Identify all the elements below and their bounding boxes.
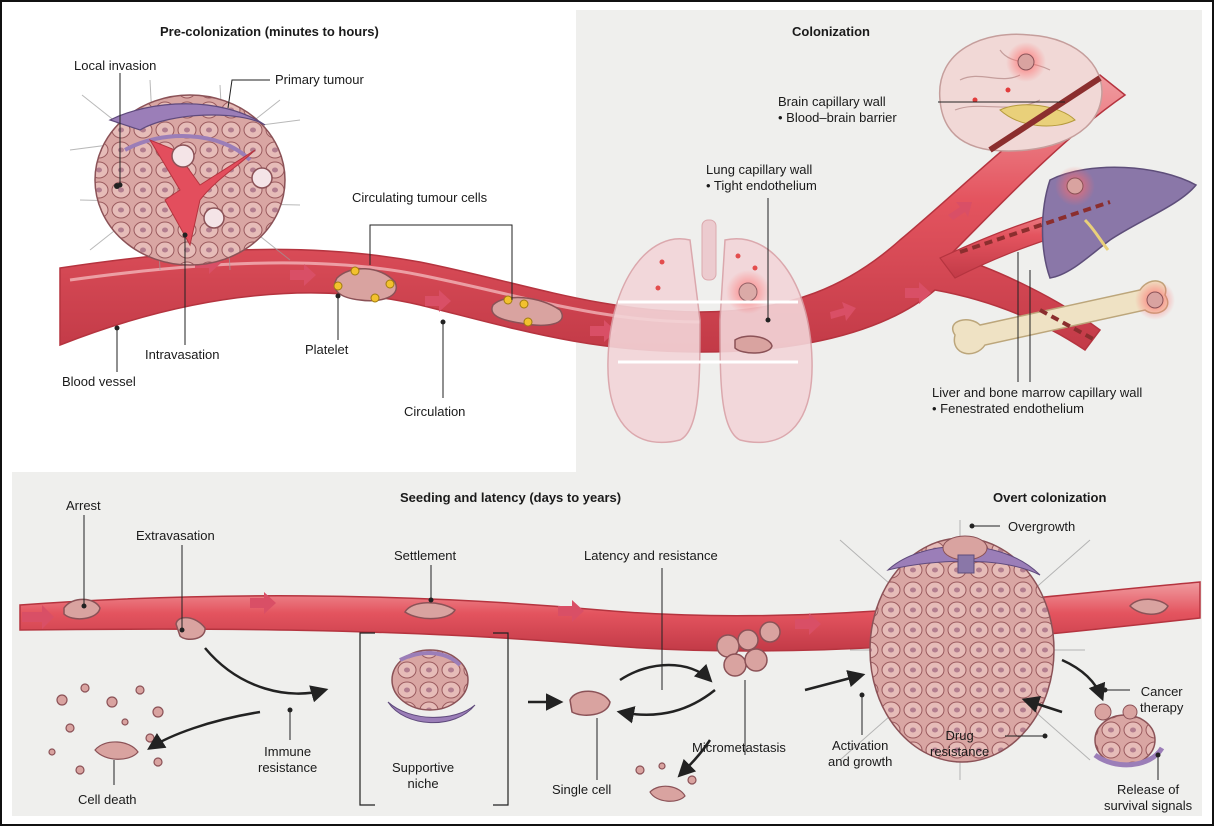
label-immune-resistance: Immune resistance — [258, 744, 317, 777]
brain-wall-line-2: • Blood–brain barrier — [778, 110, 897, 126]
liver-wall-line-1: Liver and bone marrow capillary wall — [932, 385, 1142, 401]
label-circulation: Circulation — [404, 404, 465, 420]
label-latency-resistance: Latency and resistance — [584, 548, 718, 564]
label-cancer-therapy: Cancer therapy — [1140, 684, 1183, 717]
drug-line-2: resistance — [930, 744, 989, 760]
overt-colonization-title: Overt colonization — [993, 490, 1106, 505]
label-survival-signals: Release of survival signals — [1104, 782, 1192, 815]
survival-line-1: Release of — [1104, 782, 1192, 798]
immune-line-2: resistance — [258, 760, 317, 776]
pre-colonization-title: Pre-colonization (minutes to hours) — [160, 24, 379, 39]
label-settlement: Settlement — [394, 548, 456, 564]
lung-arrested-cell — [735, 336, 772, 353]
survival-line-2: survival signals — [1104, 798, 1192, 814]
label-extravasation: Extravasation — [136, 528, 215, 544]
label-circulating-tumour-cells: Circulating tumour cells — [352, 190, 487, 206]
liver-wall-line-2: • Fenestrated endothelium — [932, 401, 1142, 417]
label-cell-death: Cell death — [78, 792, 137, 808]
immune-line-1: Immune — [258, 744, 317, 760]
label-blood-vessel: Blood vessel — [62, 374, 136, 390]
cancer-therapy-line-1: Cancer — [1140, 684, 1183, 700]
label-lung-capillary-wall: Lung capillary wall • Tight endothelium — [706, 162, 817, 195]
cancer-therapy-line-2: therapy — [1140, 700, 1183, 716]
activation-line-2: and growth — [828, 754, 892, 770]
label-single-cell: Single cell — [552, 782, 611, 798]
label-brain-capillary-wall: Brain capillary wall • Blood–brain barri… — [778, 94, 897, 127]
seeding-title: Seeding and latency (days to years) — [400, 490, 621, 505]
label-arrest: Arrest — [66, 498, 101, 514]
label-platelet: Platelet — [305, 342, 348, 358]
label-drug-resistance: Drug resistance — [930, 728, 989, 761]
label-micrometastasis: Micrometastasis — [692, 740, 786, 756]
brain-wall-line-1: Brain capillary wall — [778, 94, 897, 110]
label-local-invasion: Local invasion — [74, 58, 156, 74]
label-liver-bone-capillary-wall: Liver and bone marrow capillary wall • F… — [932, 385, 1142, 418]
niche-line-2: niche — [392, 776, 454, 792]
colonization-title: Colonization — [792, 24, 870, 39]
lung-wall-line-1: Lung capillary wall — [706, 162, 817, 178]
activation-line-1: Activation — [828, 738, 892, 754]
label-primary-tumour: Primary tumour — [275, 72, 364, 88]
label-overgrowth: Overgrowth — [1008, 519, 1075, 535]
label-intravasation: Intravasation — [145, 347, 219, 363]
lung-wall-line-2: • Tight endothelium — [706, 178, 817, 194]
niche-line-1: Supportive — [392, 760, 454, 776]
label-supportive-niche: Supportive niche — [392, 760, 454, 793]
drug-line-1: Drug — [930, 728, 989, 744]
label-activation-growth: Activation and growth — [828, 738, 892, 771]
